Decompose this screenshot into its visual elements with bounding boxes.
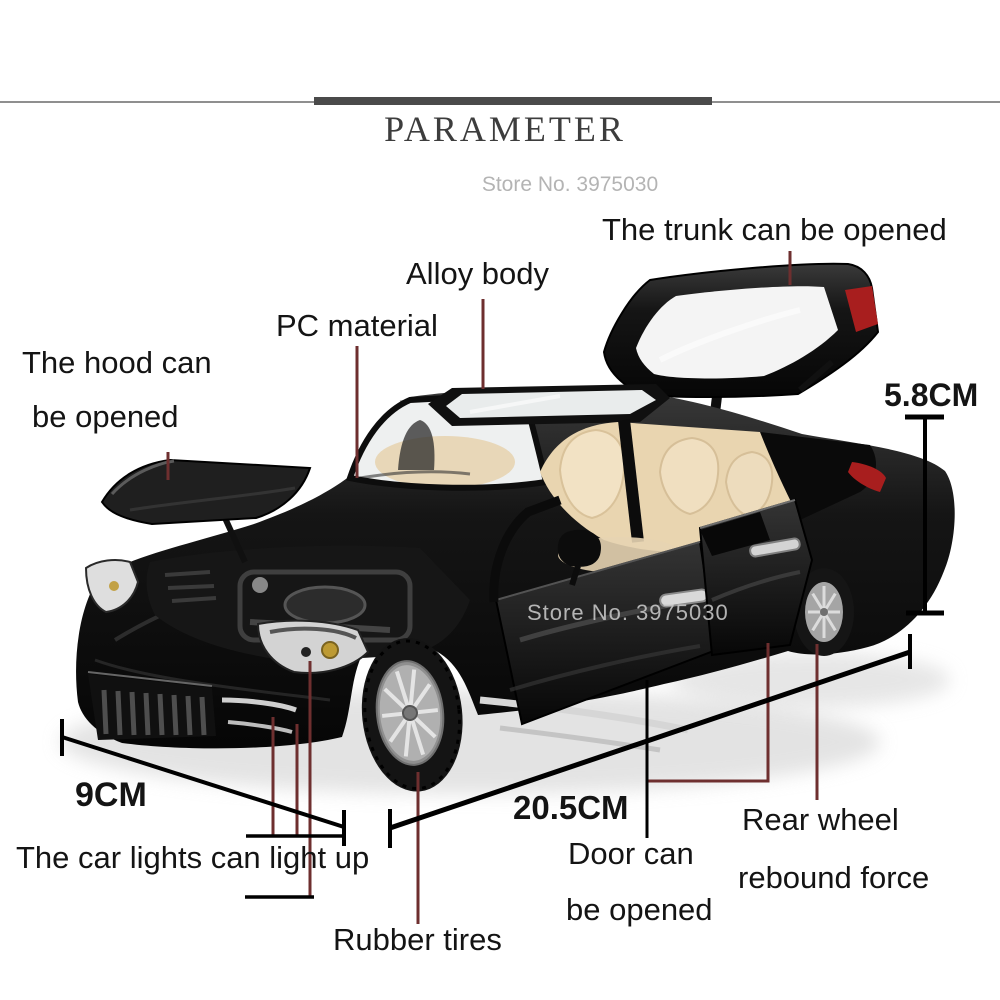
length-dimension-20-5cm bbox=[388, 634, 912, 848]
label-door-line2: be opened bbox=[566, 892, 713, 927]
front-door-window-frame bbox=[489, 495, 562, 603]
label-car-lights: The car lights can light up bbox=[16, 840, 370, 875]
dimension-lines bbox=[60, 414, 944, 848]
label-hood-line1: The hood can bbox=[22, 345, 212, 380]
dimension-front-width-value: 9CM bbox=[75, 776, 147, 814]
label-trunk: The trunk can be opened bbox=[602, 212, 947, 247]
bumper-chrome-trim bbox=[221, 696, 689, 753]
car-model bbox=[60, 262, 955, 794]
ground-shadow-rear bbox=[670, 652, 950, 708]
label-pc-material: PC material bbox=[276, 308, 438, 343]
label-rubber-tires: Rubber tires bbox=[333, 922, 502, 957]
rear-door-leader bbox=[648, 643, 770, 783]
headlight-far bbox=[84, 559, 140, 614]
annotation-lines bbox=[60, 251, 944, 924]
width-dimension-9cm bbox=[60, 719, 346, 846]
dimension-height-value: 5.8CM bbox=[884, 377, 979, 413]
store-watermark-top: Store No. 3975030 bbox=[481, 173, 659, 196]
front-wheel bbox=[361, 638, 463, 792]
rear-door-open bbox=[698, 498, 814, 657]
tail-light bbox=[848, 462, 886, 492]
sunroof bbox=[428, 384, 670, 426]
bracket-lines bbox=[245, 680, 649, 899]
leader-lines bbox=[166, 251, 819, 924]
windshield bbox=[346, 390, 550, 491]
side-mirror bbox=[557, 529, 601, 586]
label-door-line1: Door can bbox=[568, 836, 694, 871]
store-watermark-door: Store No. 3975030 bbox=[527, 600, 729, 625]
hood-open bbox=[100, 458, 312, 564]
label-alloy-body: Alloy body bbox=[406, 256, 550, 291]
label-rear-wheel-line1: Rear wheel bbox=[742, 802, 899, 837]
header-rule-thick bbox=[314, 97, 712, 105]
headlight-near bbox=[256, 619, 370, 674]
rear-deck bbox=[760, 432, 886, 520]
front-grille bbox=[87, 671, 216, 740]
trunk-tail-light bbox=[845, 286, 878, 332]
height-dimension-5-8cm bbox=[905, 414, 944, 616]
label-hood-line2: be opened bbox=[32, 399, 179, 434]
rear-wheel bbox=[794, 568, 854, 656]
page-title: PARAMETER bbox=[384, 109, 626, 149]
label-rear-wheel-line2: rebound force bbox=[738, 860, 930, 895]
dimension-length-value: 20.5CM bbox=[513, 789, 629, 826]
rear-seat bbox=[658, 436, 720, 516]
trunk-glass bbox=[636, 286, 838, 379]
rear-door-handle bbox=[749, 537, 801, 558]
front-door-open bbox=[489, 495, 718, 726]
